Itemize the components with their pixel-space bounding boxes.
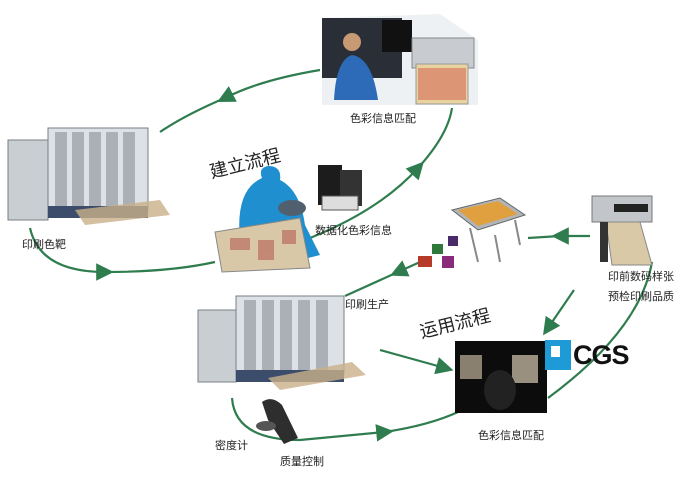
middle-printing-press-image bbox=[197, 295, 366, 390]
label-print-target: 印刷色靶 bbox=[22, 238, 66, 251]
top-color-match-photo bbox=[322, 14, 478, 105]
arrow-press-to-bottom-match bbox=[379, 348, 454, 375]
arrow-cubes-to-press bbox=[389, 260, 421, 277]
proof-printer-image bbox=[591, 195, 653, 266]
arrow-proof-to-cgs bbox=[543, 289, 575, 336]
cgs-logo: CGS bbox=[545, 339, 630, 370]
left-printing-press-image bbox=[7, 127, 170, 225]
cgs-logo-mark bbox=[545, 340, 571, 370]
arrow-digitize-to-top bbox=[309, 161, 424, 240]
label-proof-line1: 印前数码样张 bbox=[608, 270, 674, 283]
cgs-logo-text: CGS bbox=[573, 339, 630, 370]
densitometer-image bbox=[256, 399, 298, 444]
label-digitize-color: 数据化色彩信息 bbox=[315, 224, 392, 237]
arrow-proof-to-bottom bbox=[547, 261, 654, 399]
flow-arrows bbox=[28, 68, 654, 442]
label-print-production: 印刷生产 bbox=[345, 298, 389, 311]
cutting-table-image bbox=[450, 197, 527, 263]
arrow-quality-to-match bbox=[230, 397, 394, 442]
label-densitometer: 密度计 bbox=[215, 439, 248, 452]
bottom-color-match-photo bbox=[455, 341, 547, 413]
ink-cubes-image bbox=[418, 236, 458, 268]
arrow-left-press-to-target bbox=[28, 227, 114, 281]
arrow-top-to-left-press bbox=[217, 68, 321, 103]
label-color-match-bottom: 色彩信息匹配 bbox=[478, 429, 544, 442]
label-color-match-top: 色彩信息匹配 bbox=[350, 112, 416, 125]
digitize-color-scene bbox=[214, 165, 362, 273]
label-proof-line2: 预检印刷品质 bbox=[608, 290, 674, 303]
label-quality-control: 质量控制 bbox=[280, 455, 324, 468]
